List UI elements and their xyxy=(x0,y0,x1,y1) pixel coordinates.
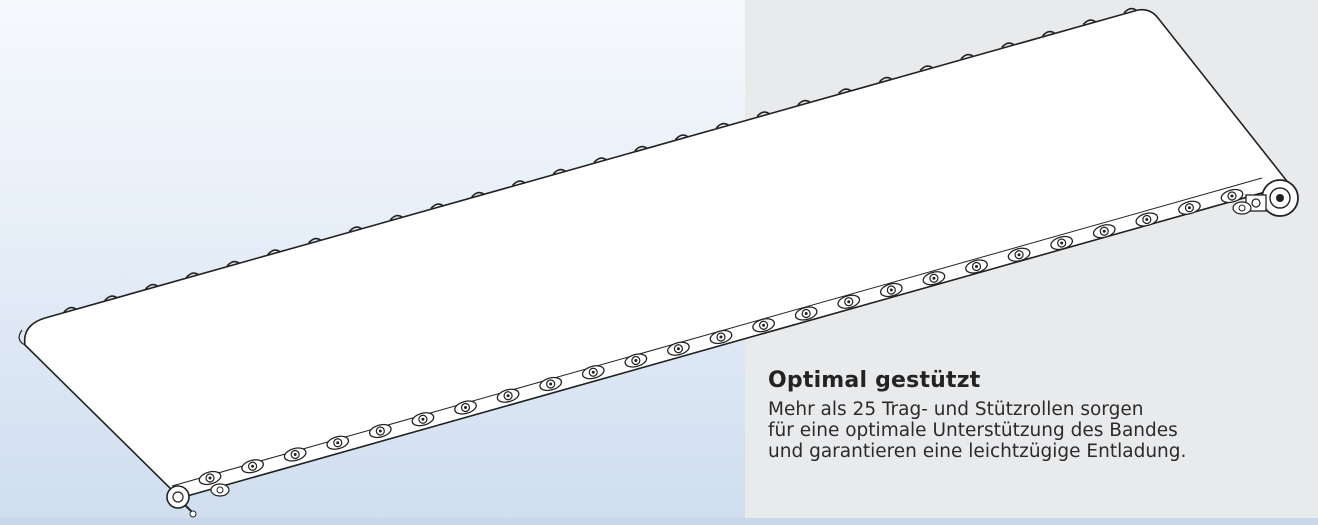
top-roller-bump xyxy=(1123,7,1137,14)
support-roller xyxy=(539,376,563,392)
support-roller xyxy=(283,447,307,462)
top-roller-bump xyxy=(389,214,403,221)
top-roller-bump xyxy=(593,157,607,164)
caption-line: Mehr als 25 Trag- und Stützrollen sorgen xyxy=(768,399,1144,420)
support-roller xyxy=(879,282,903,298)
top-roller-bump xyxy=(144,283,158,290)
caption: Optimal gestützt Mehr als 25 Trag- und S… xyxy=(768,368,1318,462)
return-roller xyxy=(1232,201,1252,215)
top-roller-bump xyxy=(919,65,933,72)
support-roller xyxy=(709,329,733,345)
top-roller-bump xyxy=(348,226,362,233)
support-roller xyxy=(794,306,818,321)
support-roller xyxy=(624,353,648,368)
top-roller-bump xyxy=(715,122,729,129)
support-roller xyxy=(368,423,392,439)
support-roller xyxy=(1007,247,1031,262)
top-roller-bump xyxy=(185,272,199,279)
top-roller-bump xyxy=(634,145,648,152)
top-roller-bump xyxy=(1041,30,1055,37)
support-roller xyxy=(454,400,477,415)
top-roller-bump xyxy=(267,249,281,256)
support-roller xyxy=(1178,200,1201,215)
caption-title: Optimal gestützt xyxy=(768,368,981,393)
top-roller-bump xyxy=(838,88,852,95)
top-roller-bump xyxy=(797,99,811,106)
top-roller-bump xyxy=(226,260,240,267)
top-roller-bump xyxy=(960,53,974,60)
support-roller xyxy=(965,259,988,274)
top-roller-bump xyxy=(756,111,770,118)
top-roller-bump xyxy=(674,134,688,141)
support-roller xyxy=(752,318,775,333)
support-roller xyxy=(326,435,350,450)
top-roller-bump xyxy=(104,295,118,302)
top-roller-bump xyxy=(471,191,485,198)
left-end-curve xyxy=(18,329,26,346)
caption-line: und garantieren eine leichtzügige Entlad… xyxy=(768,441,1187,462)
support-roller xyxy=(1092,224,1116,239)
support-roller xyxy=(1220,188,1244,204)
caption-line: für eine optimale Unterstützung des Band… xyxy=(768,420,1178,441)
return-roller xyxy=(210,483,230,497)
support-roller xyxy=(667,341,690,356)
support-roller xyxy=(496,388,520,403)
support-roller xyxy=(581,365,605,380)
top-roller-bump xyxy=(511,180,525,187)
top-roller-bump xyxy=(430,203,444,210)
support-roller xyxy=(198,470,222,486)
top-roller-bump xyxy=(552,168,566,175)
top-roller-bump xyxy=(878,76,892,83)
top-roller-bump xyxy=(1001,42,1015,49)
top-roller-bumps xyxy=(63,7,1137,313)
support-roller xyxy=(1135,212,1159,227)
support-roller xyxy=(837,294,861,309)
caption-text: Mehr als 25 Trag- und Stützrollen sorgen… xyxy=(768,399,1318,462)
support-roller xyxy=(1050,235,1074,251)
top-roller-bump xyxy=(1082,19,1096,26)
bottom-strip xyxy=(0,518,1318,525)
top-roller-bump xyxy=(63,306,77,313)
support-roller xyxy=(241,459,264,474)
support-roller xyxy=(922,271,946,286)
drive-roller-left xyxy=(166,485,197,518)
support-roller xyxy=(411,412,435,427)
support-rollers xyxy=(198,188,1252,497)
top-roller-bump xyxy=(308,237,322,244)
